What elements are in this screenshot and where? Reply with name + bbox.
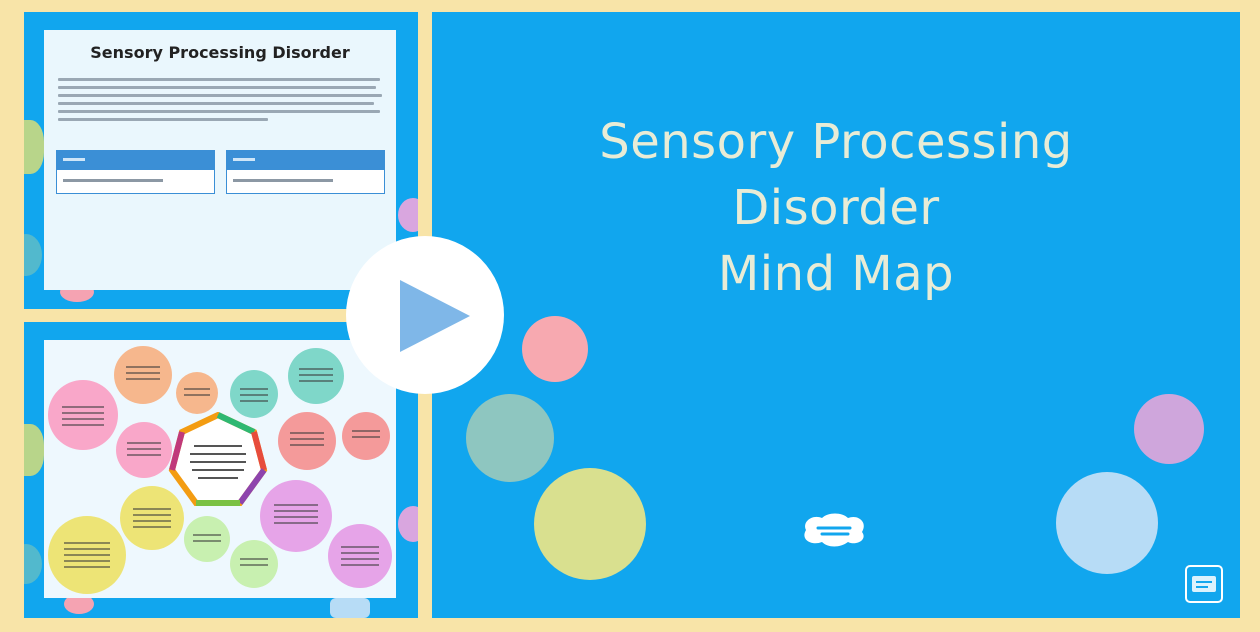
slide-thumbnail-1[interactable]: Sensory Processing Disorder bbox=[24, 12, 418, 309]
decor-circle bbox=[398, 506, 418, 542]
text-line bbox=[58, 86, 376, 89]
title-line-3: Mind Map bbox=[717, 246, 955, 302]
play-icon bbox=[400, 280, 470, 352]
text-line bbox=[58, 110, 380, 113]
mind-map-node bbox=[176, 372, 218, 414]
mind-map-node bbox=[342, 412, 390, 460]
mind-map-node bbox=[116, 422, 172, 478]
decor-circle-teal bbox=[466, 394, 554, 482]
decor-circle bbox=[398, 198, 418, 232]
mind-map-node bbox=[230, 370, 278, 418]
table-row bbox=[227, 170, 384, 192]
decor-circle bbox=[24, 544, 42, 584]
mind-map-node bbox=[184, 516, 230, 562]
table-header bbox=[57, 151, 214, 170]
decor-circle-purple bbox=[1134, 394, 1204, 464]
decor-circle-lightblue bbox=[1056, 472, 1158, 574]
twinkl-logo-icon bbox=[804, 513, 864, 547]
mind-map-node bbox=[48, 380, 118, 450]
heptagon-center-icon bbox=[168, 412, 268, 506]
text-line bbox=[58, 94, 382, 97]
decor-circle bbox=[64, 594, 94, 614]
slide-thumbnail-2[interactable] bbox=[24, 322, 418, 618]
text-line bbox=[58, 118, 268, 121]
thumbnail-title: Sensory Processing Disorder bbox=[90, 43, 350, 62]
table-right bbox=[226, 150, 385, 194]
presentation-icon bbox=[1185, 565, 1223, 603]
text-line bbox=[58, 78, 380, 81]
text-line bbox=[58, 102, 374, 105]
mind-map-node bbox=[260, 480, 332, 552]
mind-map-node bbox=[120, 486, 184, 550]
play-button[interactable] bbox=[346, 236, 504, 394]
mind-map-node bbox=[328, 524, 392, 588]
main-slide: Sensory Processing Disorder Mind Map bbox=[432, 12, 1240, 618]
mind-map-node bbox=[278, 412, 336, 470]
slide-title: Sensory Processing Disorder Mind Map bbox=[432, 109, 1240, 307]
mind-map-node bbox=[230, 540, 278, 588]
decor-circle bbox=[24, 234, 42, 276]
table-left bbox=[56, 150, 215, 194]
title-line-1: Sensory Processing bbox=[599, 114, 1073, 170]
table-row bbox=[57, 170, 214, 192]
mind-map-node bbox=[288, 348, 344, 404]
mind-map-panel bbox=[44, 340, 396, 598]
decor-circle-pink bbox=[522, 316, 588, 382]
decor-circle bbox=[24, 120, 44, 174]
mind-map-node bbox=[48, 516, 126, 594]
decor-circle bbox=[24, 424, 44, 476]
mind-map-node bbox=[114, 346, 172, 404]
decor-circle-yellow bbox=[534, 468, 646, 580]
title-line-2: Disorder bbox=[732, 180, 940, 236]
table-header bbox=[227, 151, 384, 170]
decor-circle bbox=[330, 598, 370, 618]
text-panel: Sensory Processing Disorder bbox=[44, 30, 396, 290]
